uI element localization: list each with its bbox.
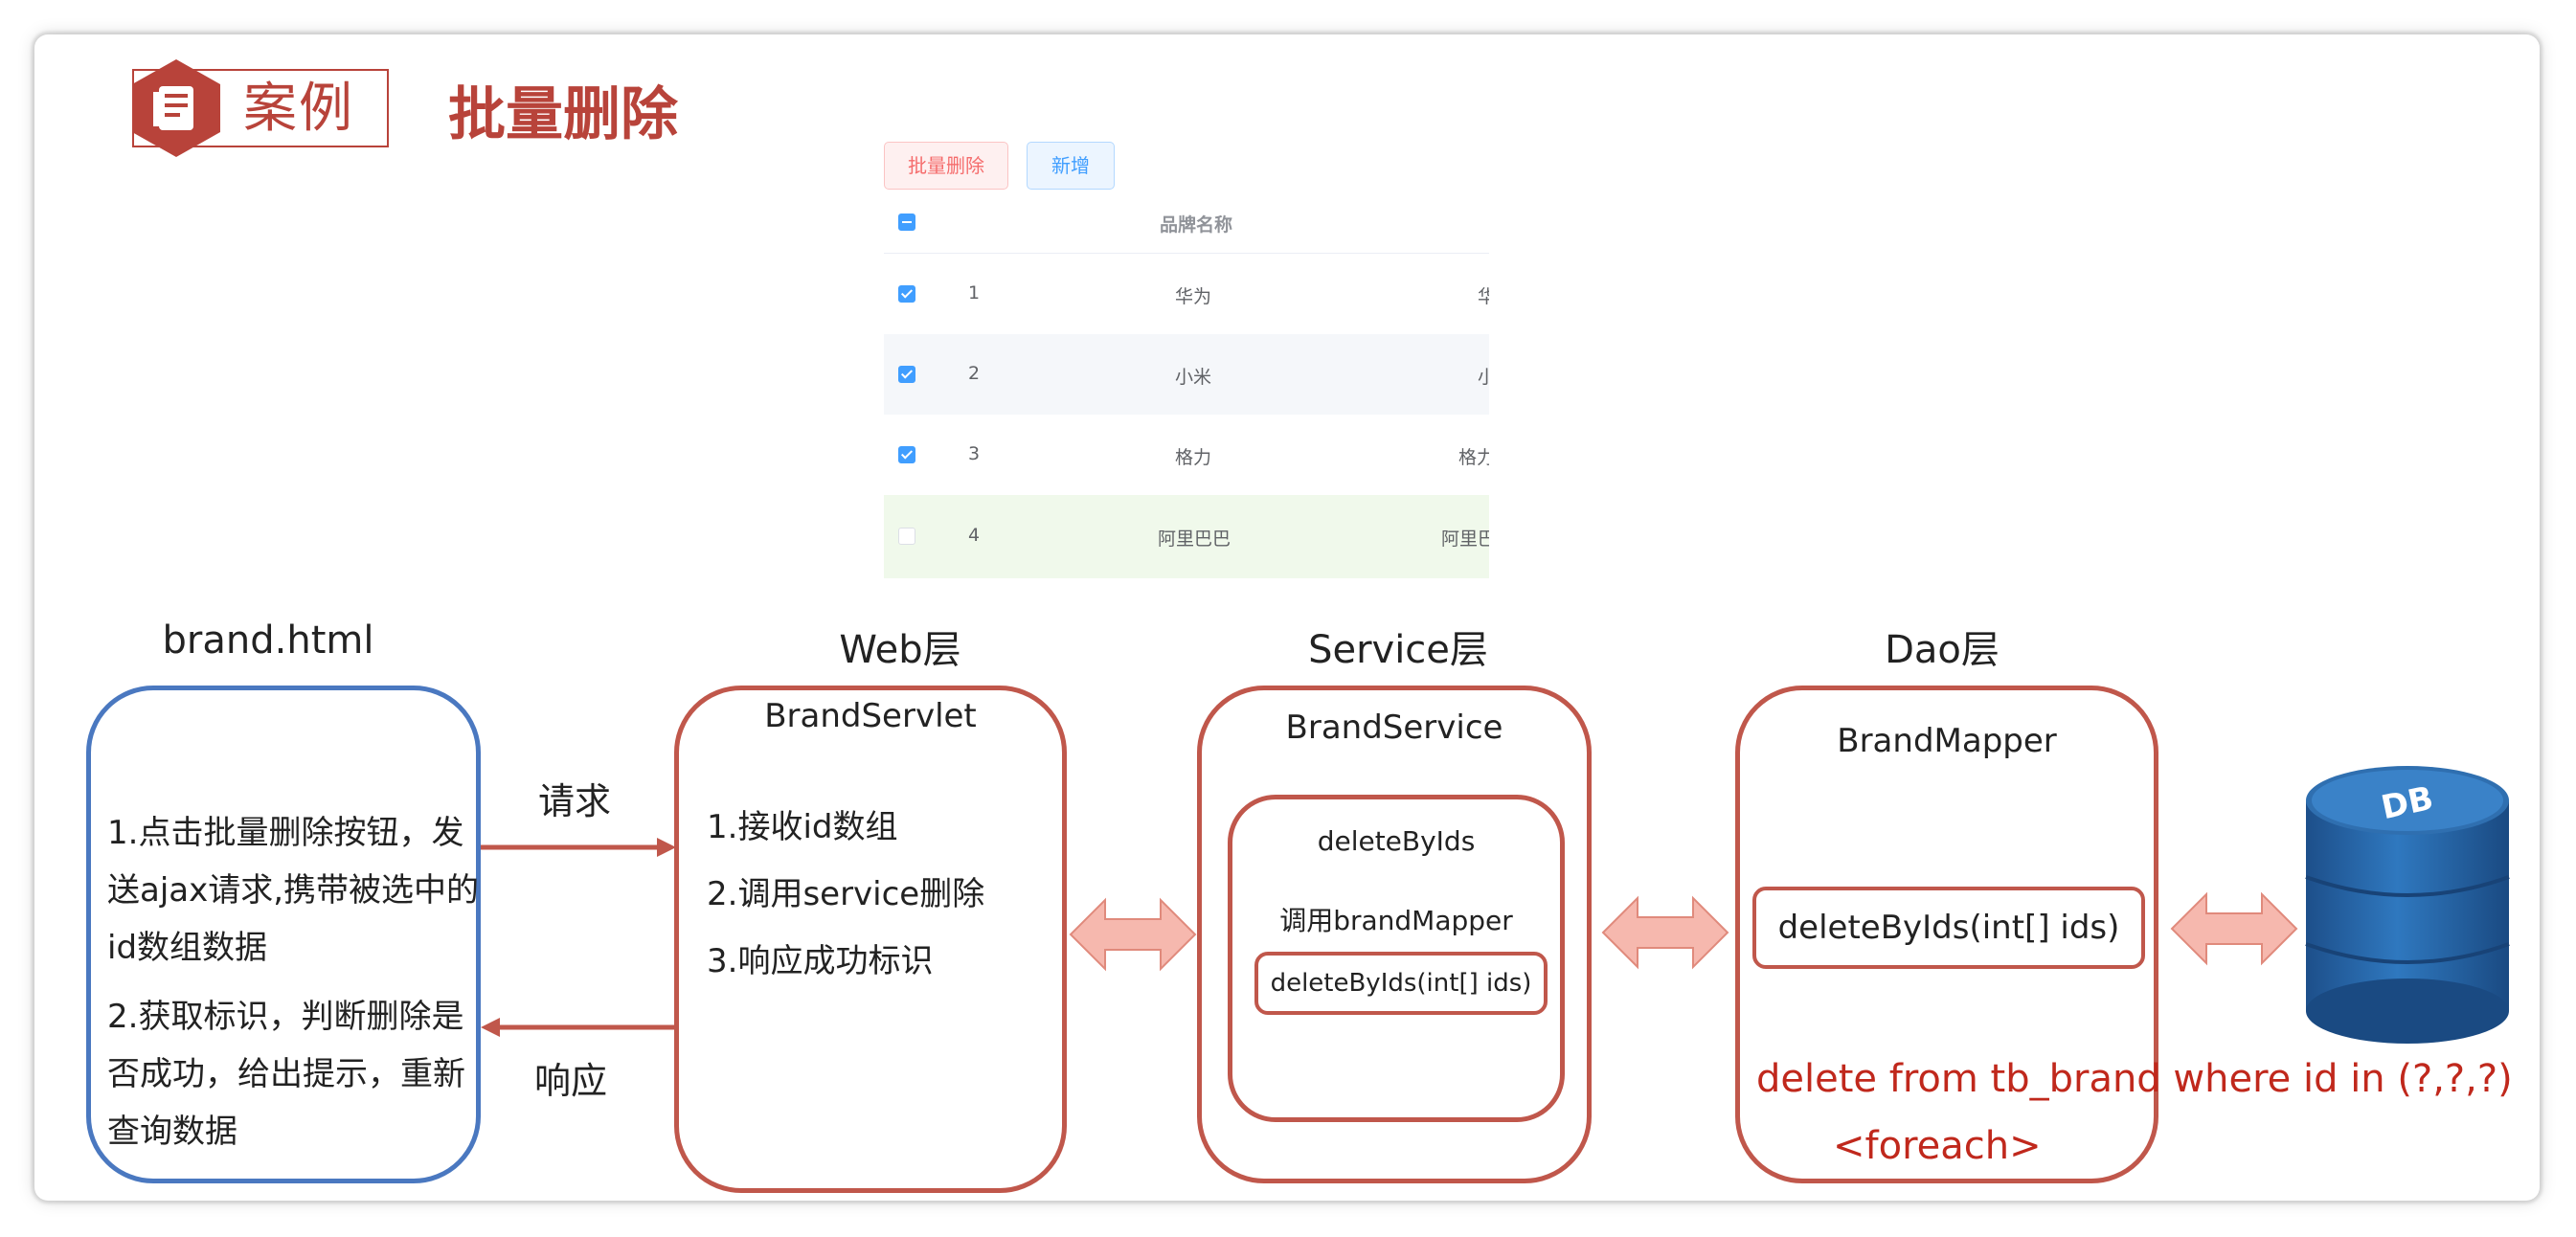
select-all-checkbox[interactable] (898, 214, 915, 231)
table-header-row: 品牌名称 (884, 191, 1489, 254)
row-id: 4 (968, 525, 981, 546)
row-company-name: 小 (1478, 367, 1489, 388)
row-checkbox[interactable] (898, 285, 915, 303)
row-id: 1 (968, 282, 981, 304)
row-id: 2 (968, 363, 981, 384)
web-box (674, 686, 1067, 1193)
badge-label: 案例 (243, 78, 354, 140)
row-company-name: 格力 (1458, 447, 1489, 468)
dao-box-title: BrandMapper (1837, 722, 2057, 760)
web-step: 1.接收id数组 (707, 808, 898, 846)
column-header-brand-name: 品牌名称 (1160, 214, 1233, 236)
service-inner-method-text: deleteByIds(int[] ids) (1270, 969, 1532, 998)
dao-method: deleteByIds(int[] ids) (1752, 887, 2145, 969)
column-title-page: brand.html (162, 618, 374, 663)
page-step-line: 送ajax请求,携带被选中的 (107, 871, 480, 910)
row-company-name: 阿里巴 (1441, 529, 1489, 550)
table-row: 1 华为 华 (884, 254, 1489, 335)
double-arrow-web-service (1069, 897, 1197, 972)
page-title: 批量删除 (448, 81, 678, 148)
table-row: 3 格力 格力 (884, 415, 1489, 496)
row-id: 3 (968, 443, 981, 464)
brand-table: 品牌名称 1 华为 华 2 小米 小 3 格力 格力 4 阿里巴巴 阿里巴 (884, 191, 1489, 578)
service-method-call: 调用brandMapper (1279, 905, 1513, 936)
row-company-name: 华 (1478, 286, 1489, 307)
table-row: 2 小米 小 (884, 334, 1489, 416)
row-brand-name: 格力 (1175, 447, 1212, 468)
column-title-web: Web层 (839, 628, 961, 672)
database-icon: DB (2305, 766, 2510, 1044)
page-box (86, 686, 481, 1183)
double-arrow-service-dao (1601, 895, 1729, 970)
column-title-dao: Dao层 (1885, 628, 2000, 672)
service-method-title: deleteByIds (1317, 825, 1476, 857)
web-step: 2.调用service删除 (707, 875, 985, 913)
column-title-service: Service层 (1308, 628, 1488, 672)
foreach-tag: <foreach> (1833, 1124, 2042, 1168)
double-arrow-dao-db (2170, 891, 2298, 966)
page-step-line: 1.点击批量删除按钮，发 (107, 814, 464, 852)
page-step-line: id数组数据 (107, 929, 268, 967)
request-label: 请求 (538, 780, 612, 822)
document-icon (132, 59, 220, 157)
row-brand-name: 华为 (1175, 286, 1212, 307)
request-arrow (481, 838, 676, 857)
row-checkbox[interactable] (898, 446, 915, 463)
page-step-line: 查询数据 (107, 1113, 237, 1151)
add-button[interactable]: 新增 (1027, 142, 1115, 190)
row-brand-name: 小米 (1175, 367, 1212, 388)
web-box-title: BrandServlet (764, 697, 977, 735)
table-row: 4 阿里巴巴 阿里巴 (884, 495, 1489, 578)
row-checkbox[interactable] (898, 366, 915, 383)
page-step-line: 否成功，给出提示，重新 (107, 1055, 465, 1093)
service-inner-method: deleteByIds(int[] ids) (1254, 952, 1548, 1015)
service-box-title: BrandService (1285, 708, 1503, 747)
response-arrow (481, 1018, 676, 1037)
response-label: 响应 (534, 1060, 608, 1102)
row-checkbox[interactable] (898, 528, 915, 545)
web-step: 3.响应成功标识 (707, 942, 934, 980)
row-brand-name: 阿里巴巴 (1158, 529, 1232, 550)
dao-method-text: deleteByIds(int[] ids) (1777, 909, 2120, 947)
sql-statement: delete from tb_brand where id in (?,?,?) (1756, 1057, 2513, 1101)
batch-delete-button[interactable]: 批量删除 (884, 142, 1008, 190)
page-step-line: 2.获取标识，判断删除是 (107, 998, 464, 1036)
